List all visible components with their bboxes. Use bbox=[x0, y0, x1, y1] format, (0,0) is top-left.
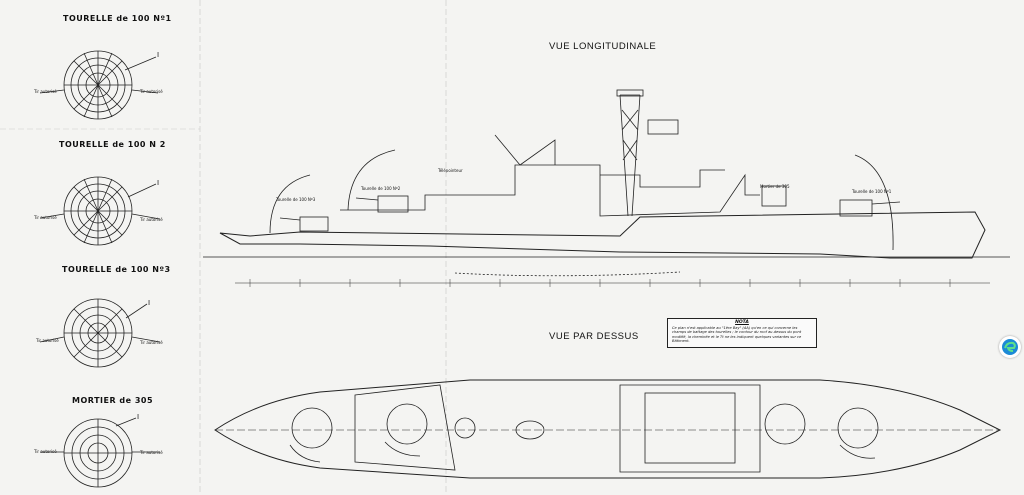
dial-tourelle-2 bbox=[39, 176, 161, 246]
keel-outline bbox=[454, 271, 681, 277]
dial1-right-label: Tir autorisé bbox=[140, 89, 163, 94]
mortier-plan bbox=[764, 403, 806, 445]
arc-t2-side bbox=[347, 149, 396, 211]
funnel bbox=[494, 134, 556, 166]
side-label-t1: Tourelle de 100 Nº1 bbox=[852, 189, 892, 194]
hull-plan bbox=[214, 379, 1002, 479]
side-label-mortier: Mortier de 305 bbox=[760, 184, 790, 189]
vue-par-dessus-title: VUE PAR DESSUS bbox=[549, 331, 639, 342]
deckhouse-aft bbox=[354, 384, 456, 471]
turret-2-side bbox=[377, 195, 409, 213]
turret-1-plan bbox=[837, 407, 879, 449]
nota-box: NOTA Ce plan n'est applicable au "1ère B… bbox=[667, 318, 817, 348]
arc-plan bbox=[384, 441, 421, 457]
turret-3-side bbox=[299, 216, 329, 232]
dial1-mark: I bbox=[157, 51, 160, 59]
turret-3-plan bbox=[291, 407, 333, 449]
arc-plan bbox=[289, 444, 321, 463]
tourelle-1-title: TOURELLE de 100 Nº1 bbox=[63, 14, 172, 23]
dial4-left-label: Tir autorisé bbox=[34, 449, 57, 454]
arc-t3-side bbox=[269, 174, 311, 234]
dial2-right-label: Tir autorisé bbox=[140, 217, 163, 222]
mortier-title: MORTIER de 305 bbox=[72, 396, 154, 405]
side-label-t2: Tourelle de 100 Nº2 bbox=[361, 186, 401, 191]
dial4-right-label: Tir autorisé bbox=[140, 450, 163, 455]
turret-1-side bbox=[839, 199, 873, 217]
dial3-right-label: Tir autorisé bbox=[140, 340, 163, 345]
dial1-left-label: Tir autorisé bbox=[34, 89, 57, 94]
bridge-plan bbox=[644, 392, 736, 464]
nota-text: Ce plan n'est applicable au "1ère Bay" (… bbox=[672, 325, 802, 344]
frame-ticks bbox=[249, 279, 951, 287]
radar-director bbox=[647, 119, 679, 135]
director-plan bbox=[454, 417, 476, 439]
edge-browser-icon[interactable] bbox=[999, 336, 1021, 358]
dial-tourelle-3 bbox=[39, 298, 161, 368]
nota-title: NOTA bbox=[735, 320, 749, 325]
arc-t1-side bbox=[854, 154, 894, 251]
bridge-block bbox=[600, 169, 725, 188]
funnel-plan bbox=[515, 420, 545, 440]
mortier-side bbox=[761, 185, 787, 207]
hull-side bbox=[219, 211, 986, 259]
side-label-projecteur: Télépointeur bbox=[438, 168, 463, 173]
dial-mortier bbox=[40, 417, 160, 488]
dial3-mark: I bbox=[148, 299, 151, 307]
mast bbox=[619, 94, 641, 217]
side-label-t3: Tourelle de 100 Nº3 bbox=[276, 197, 316, 202]
mast-platform bbox=[616, 89, 644, 97]
tourelle-2-title: TOURELLE de 100 N 2 bbox=[59, 140, 166, 149]
arc-plan bbox=[839, 444, 876, 459]
dial-tourelle-1 bbox=[39, 50, 159, 120]
turret-2-plan bbox=[386, 403, 428, 445]
vue-longitudinale-title: VUE LONGITUDINALE bbox=[549, 41, 657, 52]
superstructure bbox=[340, 164, 760, 217]
dial2-mark: I bbox=[157, 179, 160, 187]
dial4-mark: I bbox=[137, 413, 140, 421]
tourelle-3-title: TOURELLE de 100 Nº3 bbox=[62, 265, 171, 274]
deckhouse-fwd bbox=[619, 384, 761, 473]
